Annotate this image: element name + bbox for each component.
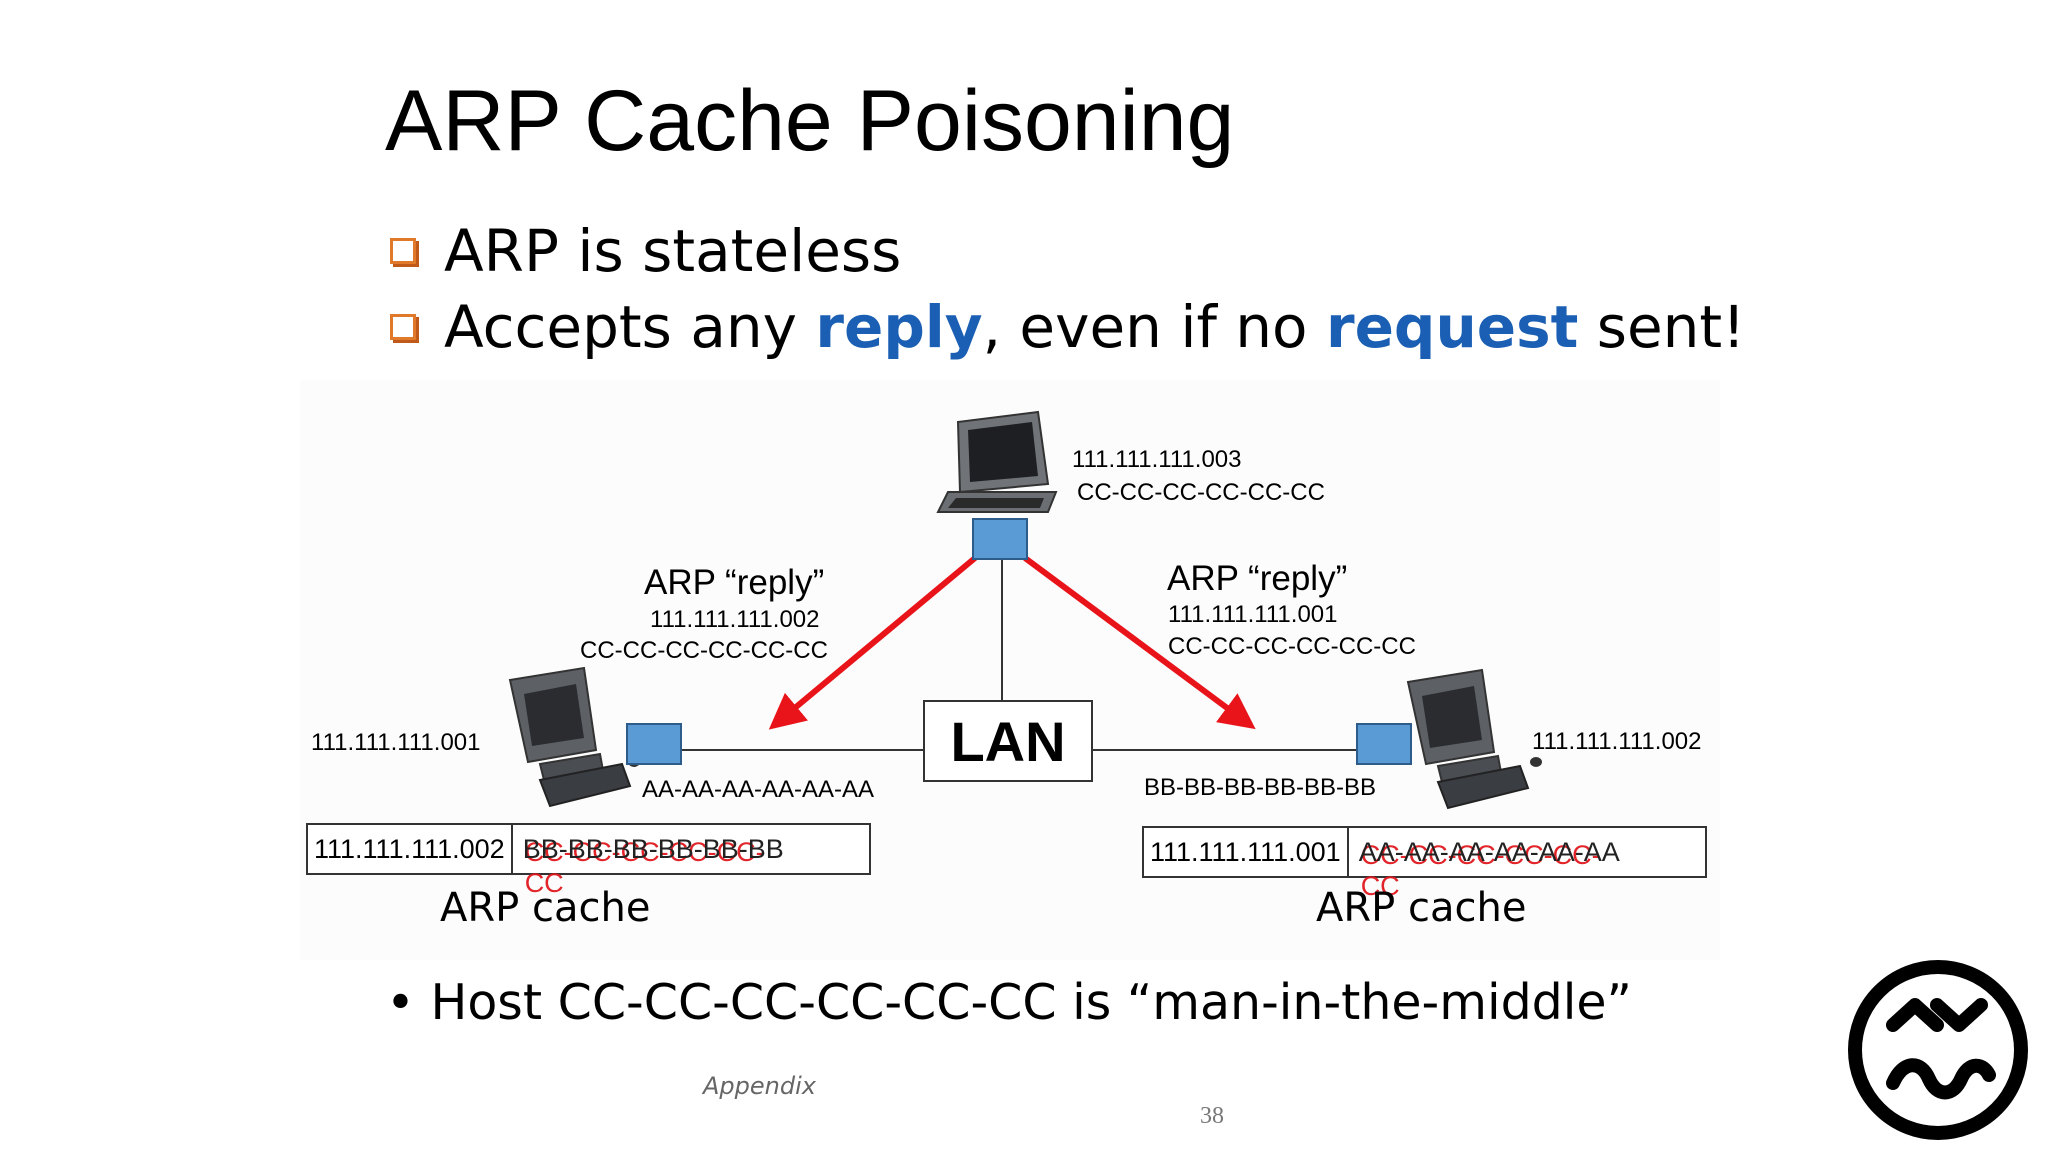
left-host-ip: 111.111.111.001 [311,729,481,756]
left-reply-title: ARP “reply” [644,563,825,602]
bullet-text-2: , even if no [982,293,1326,361]
bullet-highlight-reply: reply [815,293,983,361]
arp-reply-arrow-left [768,555,977,730]
left-cache-ip: 111.111.111.002 [308,825,513,873]
attacker-ip: 111.111.111.003 [1072,446,1242,473]
right-reply-ip: 111.111.111.001 [1168,601,1338,628]
checkbox-bullet-icon [390,238,416,264]
wavy-mouth-face-icon [1848,960,2028,1140]
arp-reply-arrow-right [1023,555,1256,730]
bullet-highlight-request: request [1325,293,1579,361]
attacker-mac: CC-CC-CC-CC-CC-CC [1077,479,1325,506]
mitm-bullet: • Host CC-CC-CC-CC-CC-CC is “man-in-the-… [386,974,1632,1031]
left-reply-ip: 111.111.111.002 [650,606,820,633]
bullet-text-1: Accepts any [444,293,816,361]
page-number: 38 [1200,1103,1224,1129]
lan-box: LAN [923,700,1093,782]
right-host-nic [1356,723,1412,765]
left-reply-mac: CC-CC-CC-CC-CC-CC [580,637,828,664]
desktop-computer-icon-right [1406,668,1542,810]
right-host-ip: 111.111.111.002 [1532,728,1702,755]
attacker-nic [972,518,1028,560]
left-cache-mac-cell: CC-CC-CC-CC-CC-CC BB-BB-BB-BB-BB-BB [513,825,794,899]
right-reply-mac: CC-CC-CC-CC-CC-CC [1168,633,1416,660]
checkbox-bullet-icon [390,314,416,340]
lan-label: LAN [950,709,1066,773]
right-cache-mac-cell: CC-CC-CC-CC-CC-CC AA-AA-AA-AA-AA-AA [1349,828,1630,902]
appendix-label: Appendix [703,1072,816,1100]
slide-title: ARP Cache Poisoning [385,73,1235,169]
left-cache-caption: ARP cache [440,885,651,931]
left-host-nic [626,723,682,765]
right-arp-cache-table: 111.111.111.001 CC-CC-CC-CC-CC-CC AA-AA-… [1142,826,1707,902]
bullet-text-3: sent! [1578,293,1746,361]
left-arp-cache-table: 111.111.111.002 CC-CC-CC-CC-CC-CC BB-BB-… [306,823,871,899]
bullet-text: ARP is stateless [444,217,902,285]
bullet-accepts-reply: Accepts any reply, even if no request se… [390,298,1745,356]
right-cache-ip: 111.111.111.001 [1144,828,1349,876]
right-host-mac: BB-BB-BB-BB-BB-BB [1144,774,1377,801]
laptop-icon [936,410,1058,513]
right-cache-caption: ARP cache [1316,885,1527,931]
bullet-stateless: ARP is stateless [390,222,901,280]
right-cache-new-mac: CC-CC-CC-CC-CC-CC [1360,840,1601,901]
left-host-mac: AA-AA-AA-AA-AA-AA [642,776,875,803]
desktop-computer-icon-left [508,666,640,808]
right-reply-title: ARP “reply” [1167,559,1348,598]
left-cache-old-mac: BB-BB-BB-BB-BB-BB [522,833,784,864]
left-cache-new-mac: CC-CC-CC-CC-CC-CC [524,837,765,898]
mitm-text: Host CC-CC-CC-CC-CC-CC is “man-in-the-mi… [430,974,1632,1031]
right-cache-old-mac: AA-AA-AA-AA-AA-AA [1358,836,1620,867]
